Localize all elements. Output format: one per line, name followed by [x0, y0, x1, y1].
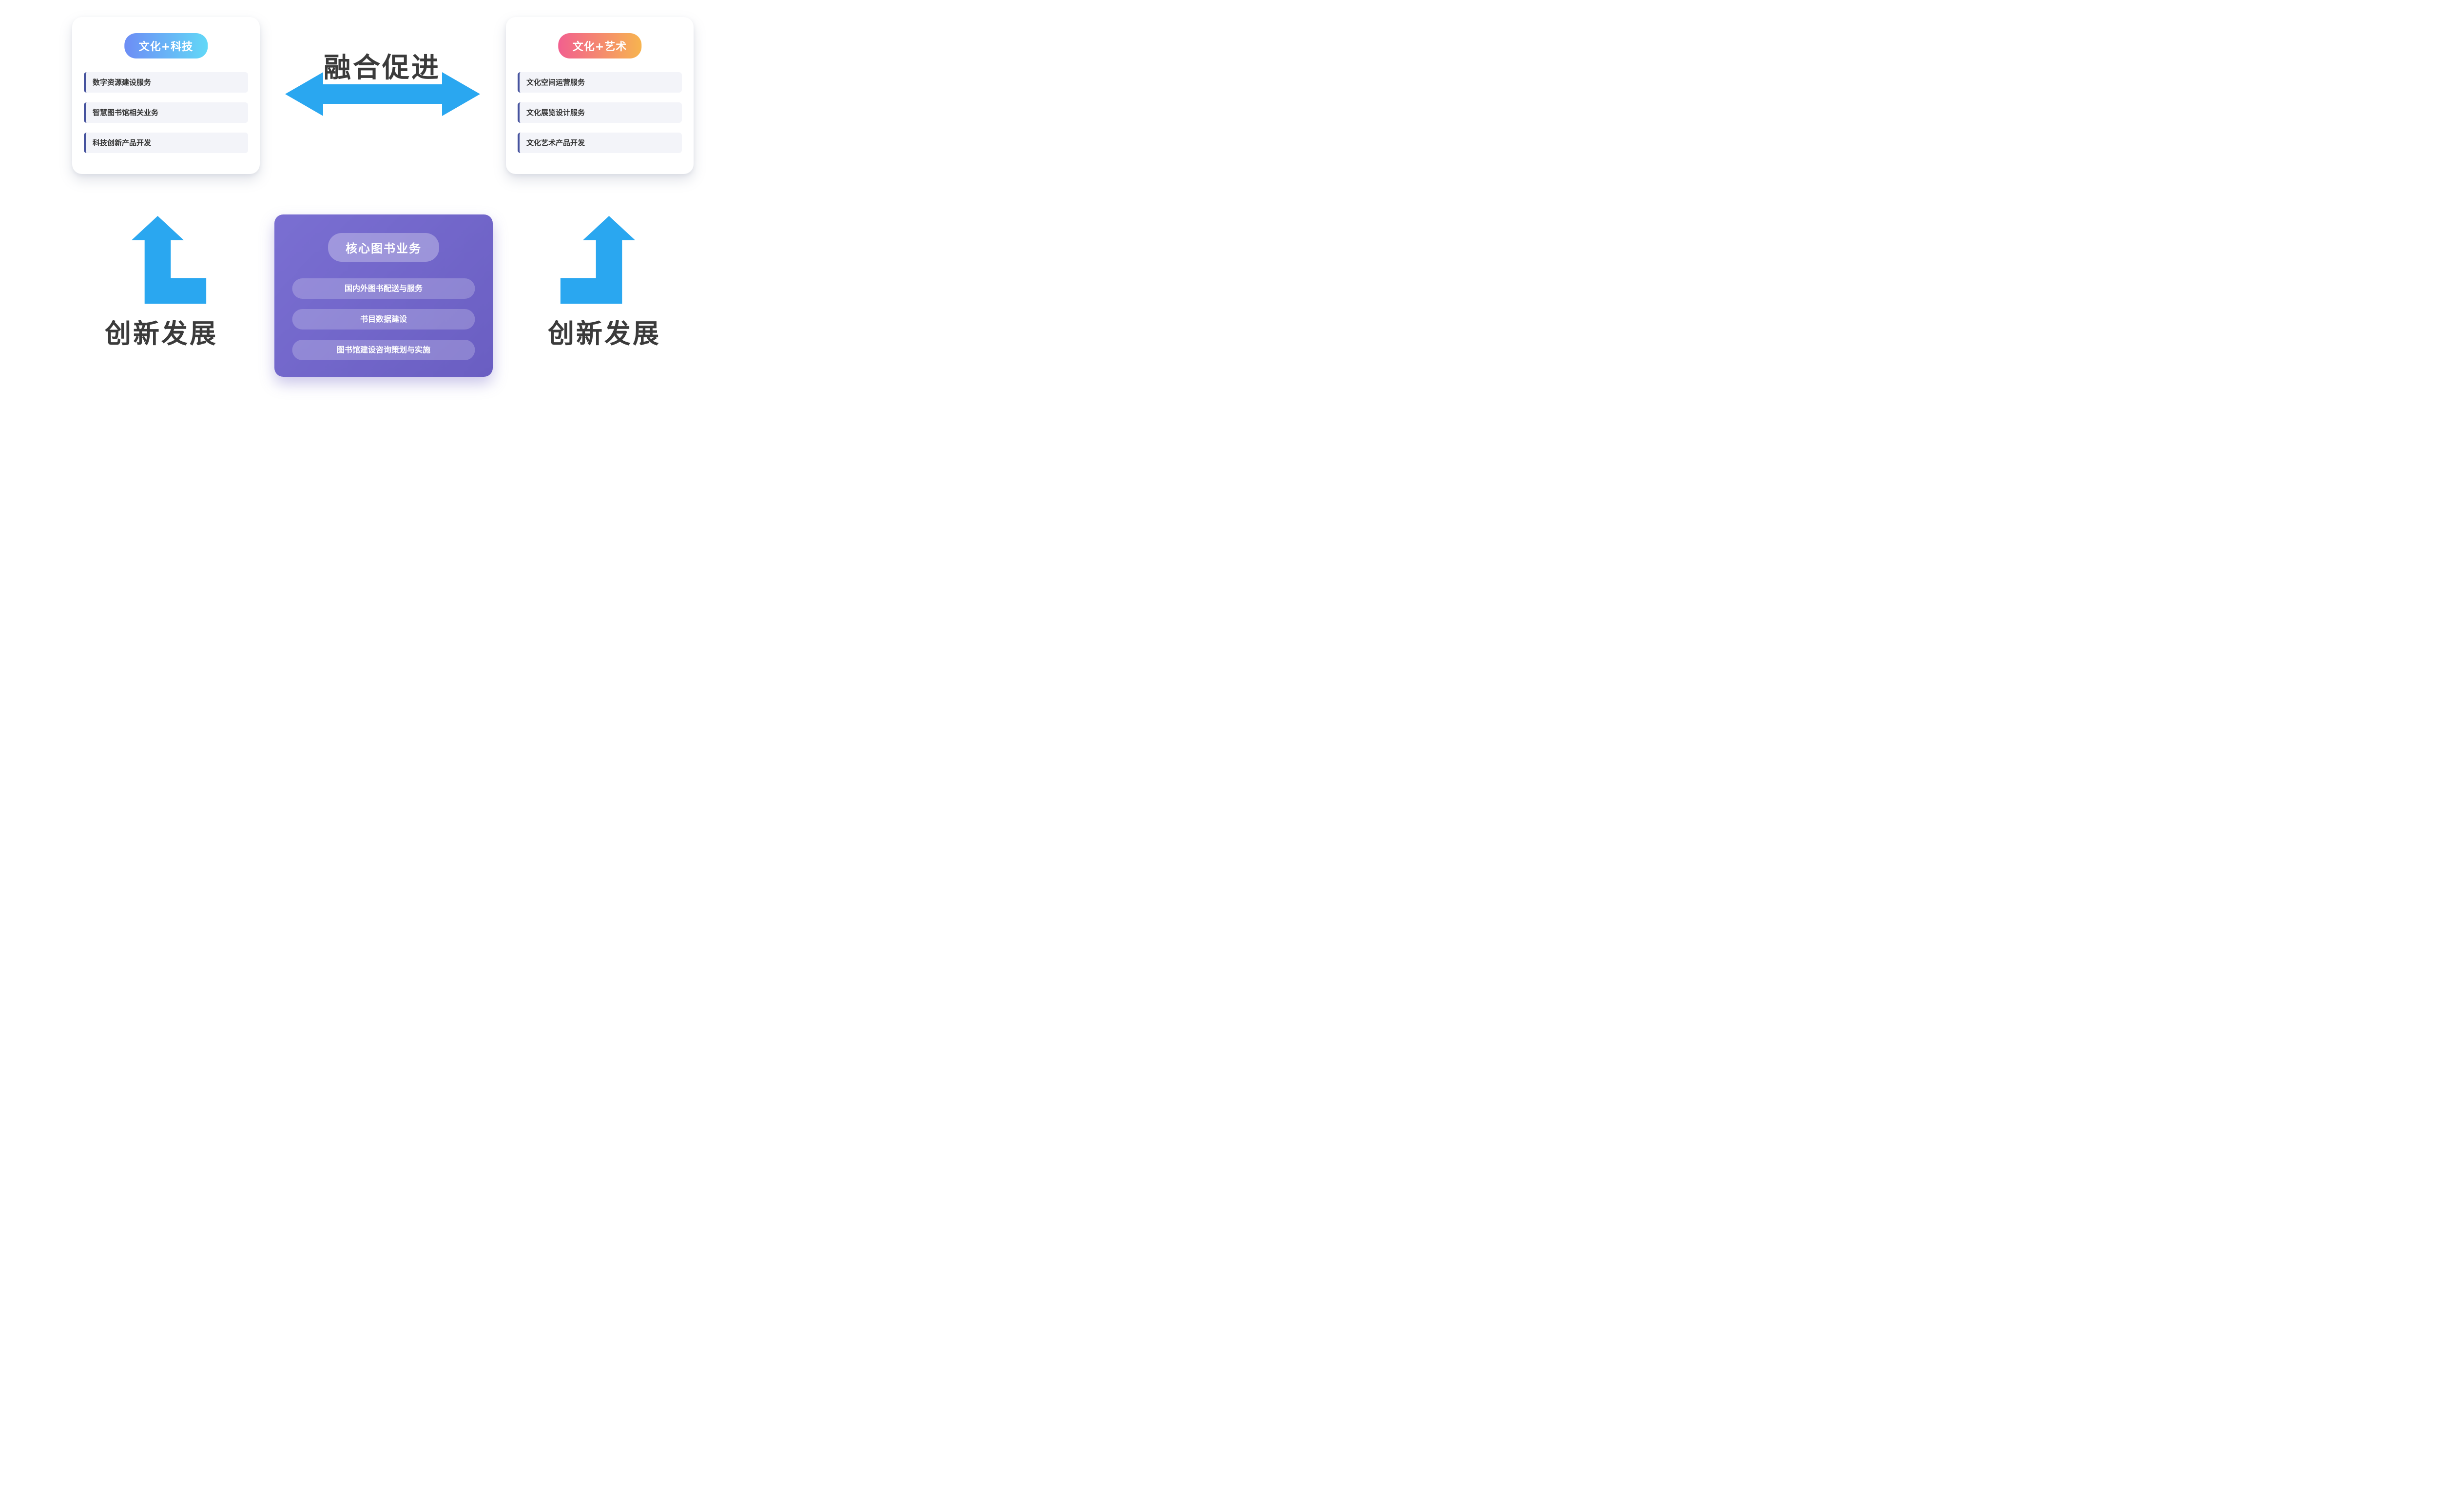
art-card-item: 文化空间运营服务	[518, 72, 682, 93]
core-card-item: 图书馆建设咨询策划与实施	[292, 340, 475, 360]
art-card-item: 文化展览设计服务	[518, 102, 682, 123]
fusion-title: 融合促进	[324, 52, 441, 84]
core-card: 核心图书业务 国内外图书配送与服务 书目数据建设 图书馆建设咨询策划与实施	[274, 214, 493, 377]
tech-card-item: 数字资源建设服务	[84, 72, 248, 93]
art-card: 文化+艺术 文化空间运营服务 文化展览设计服务 文化艺术产品开发	[506, 17, 694, 174]
tech-card-item: 智慧图书馆相关业务	[84, 102, 248, 123]
core-card-item: 国内外图书配送与服务	[292, 278, 475, 299]
art-card-item: 文化艺术产品开发	[518, 133, 682, 153]
tech-card-badge: 文化+科技	[124, 33, 208, 58]
core-card-item: 书目数据建设	[292, 309, 475, 330]
up-arrow-left-icon	[131, 216, 207, 305]
diagram-canvas: 文化+科技 数字资源建设服务 智慧图书馆相关业务 科技创新产品开发 文化+艺术 …	[0, 0, 764, 401]
right-growth-label: 创新发展	[548, 318, 661, 349]
art-card-badge: 文化+艺术	[558, 33, 642, 58]
up-arrow-right-icon	[560, 216, 636, 305]
tech-card-item: 科技创新产品开发	[84, 133, 248, 153]
left-growth-label: 创新发展	[105, 318, 218, 349]
core-card-badge: 核心图书业务	[328, 233, 439, 262]
tech-card: 文化+科技 数字资源建设服务 智慧图书馆相关业务 科技创新产品开发	[72, 17, 260, 174]
double-arrow-icon	[285, 72, 480, 116]
